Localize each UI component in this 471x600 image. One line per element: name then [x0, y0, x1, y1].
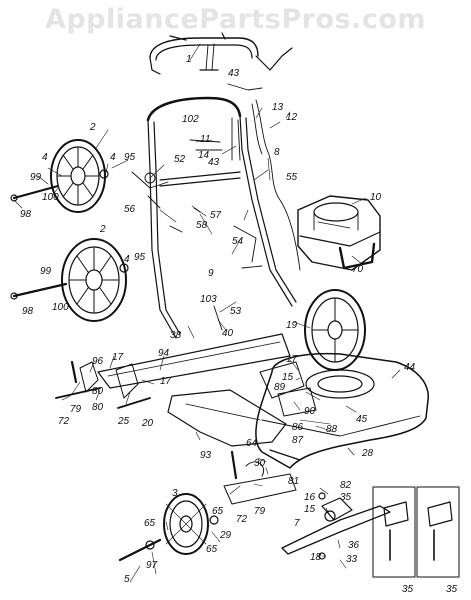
callout-88: 88 [326, 424, 338, 435]
callout-36: 36 [348, 540, 360, 551]
callout-3: 3 [172, 488, 178, 499]
callout-99: 99 [30, 172, 42, 183]
rear-wheel-lower [10, 238, 129, 322]
callout-94: 94 [158, 348, 170, 359]
callout-40: 40 [222, 328, 234, 339]
callout-79: 79 [254, 506, 266, 517]
engine [297, 195, 381, 271]
blade-assembly [281, 492, 391, 560]
callout-79: 79 [70, 404, 82, 415]
callout-17: 17 [160, 376, 172, 387]
callout-25: 25 [117, 416, 130, 427]
callout-33: 33 [346, 554, 358, 565]
callout-55: 55 [286, 172, 298, 183]
callout-57: 57 [210, 210, 222, 221]
callout-4: 4 [42, 152, 48, 163]
callout-17: 17 [286, 354, 298, 365]
callout-16: 16 [304, 492, 316, 503]
callout-90: 90 [304, 406, 316, 417]
callout-80: 80 [92, 402, 104, 413]
callout-53: 53 [230, 306, 242, 317]
callout-98: 98 [22, 306, 34, 317]
callout-95: 95 [134, 252, 146, 263]
callout-65: 65 [212, 506, 224, 517]
callout-35: 35 [402, 584, 414, 595]
callout-5: 5 [124, 574, 130, 585]
callout-19: 19 [286, 320, 298, 331]
callout-13: 13 [272, 102, 284, 113]
callout-4: 4 [110, 152, 116, 163]
callout-8: 8 [274, 147, 280, 158]
callout-102: 102 [182, 114, 199, 125]
callout-11: 11 [200, 134, 210, 145]
callout-100: 100 [52, 302, 69, 313]
callout-95: 95 [124, 152, 136, 163]
callout-72: 72 [236, 514, 248, 525]
callout-45: 45 [356, 414, 368, 425]
lower-handle [146, 96, 297, 339]
callout-35: 35 [340, 492, 352, 503]
callout-14: 14 [198, 150, 210, 161]
callout-7: 7 [294, 518, 300, 529]
callout-96: 96 [92, 356, 104, 367]
watermark: AppliancePartsPros.com [44, 4, 427, 35]
callout-43: 43 [208, 157, 220, 168]
callout-labels: 1 2 4 4 95 99 100 98 2 4 95 99 100 98 43… [20, 54, 458, 595]
callout-52: 52 [174, 154, 186, 165]
callout-93: 93 [200, 450, 212, 461]
callout-98: 98 [20, 209, 32, 220]
front-wheel [304, 289, 366, 371]
callout-64: 64 [246, 438, 258, 449]
callout-28: 28 [361, 448, 374, 459]
callout-80: 80 [92, 386, 104, 397]
callout-30: 30 [254, 458, 266, 469]
callout-4: 4 [124, 254, 130, 265]
rear-wheel-upper [10, 139, 109, 213]
leader-lines [13, 43, 401, 583]
callout-99: 99 [40, 266, 52, 277]
callout-15: 15 [304, 504, 316, 515]
callout-89: 89 [274, 382, 286, 393]
callout-65: 65 [144, 518, 156, 529]
callout-87: 87 [292, 435, 304, 446]
callout-81: 81 [288, 476, 299, 487]
callout-54: 54 [232, 236, 244, 247]
callout-29: 29 [219, 530, 232, 541]
callout-44: 44 [404, 362, 416, 373]
callout-9: 9 [208, 268, 214, 279]
callout-56: 56 [124, 204, 136, 215]
callout-43: 43 [228, 68, 240, 79]
callout-18: 18 [310, 552, 322, 563]
callout-2: 2 [99, 224, 106, 235]
callout-72: 72 [58, 416, 70, 427]
callout-2: 2 [89, 122, 96, 133]
control-cables [131, 83, 301, 331]
mower-deck [255, 352, 429, 469]
callout-86: 86 [292, 422, 304, 433]
callout-17: 17 [112, 352, 124, 363]
callout-82: 82 [340, 480, 352, 491]
callout-100: 100 [42, 192, 59, 203]
callout-70: 70 [352, 264, 364, 275]
upper-handle [149, 32, 293, 75]
callout-1: 1 [186, 54, 192, 65]
rear-baffle [97, 333, 291, 447]
callout-38: 38 [170, 330, 182, 341]
callout-58: 58 [196, 220, 208, 231]
callout-15: 15 [282, 372, 294, 383]
callout-10: 10 [370, 192, 382, 203]
callout-12: 12 [286, 112, 298, 123]
callout-65: 65 [206, 544, 218, 555]
blade-adapter-inset-boxes [372, 486, 460, 578]
callout-20: 20 [141, 418, 154, 429]
callout-35: 35 [446, 584, 458, 595]
height-adjuster-brackets [55, 360, 317, 505]
callout-97: 97 [146, 560, 158, 571]
callout-103: 103 [200, 294, 217, 305]
front-small-wheel [118, 493, 219, 562]
